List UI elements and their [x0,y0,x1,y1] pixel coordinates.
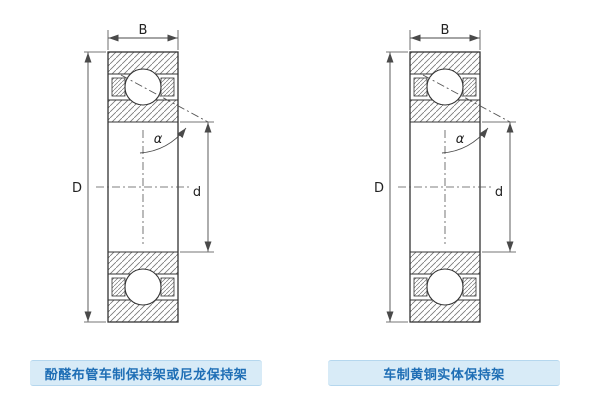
svg-text:d: d [495,185,503,200]
caption-right-text: 车制黄铜实体保持架 [383,366,505,382]
caption-left-text: 酚醛布管车制保持架或尼龙保持架 [44,366,248,382]
svg-text:α: α [456,132,465,147]
svg-text:D: D [72,181,82,196]
svg-text:B: B [139,23,148,38]
bearing-diagram-left: α B D d [72,23,214,323]
svg-text:d: d [193,185,201,200]
svg-text:B: B [441,23,450,38]
svg-text:D: D [374,181,384,196]
figure-right: α B D d [340,22,570,342]
caption-left: 酚醛布管车制保持架或尼龙保持架 [30,360,262,386]
svg-text:α: α [154,132,163,147]
bearing-diagram-right: α B D d [374,23,516,323]
caption-right: 车制黄铜实体保持架 [328,360,560,386]
figure-left: α B D d [38,22,268,342]
